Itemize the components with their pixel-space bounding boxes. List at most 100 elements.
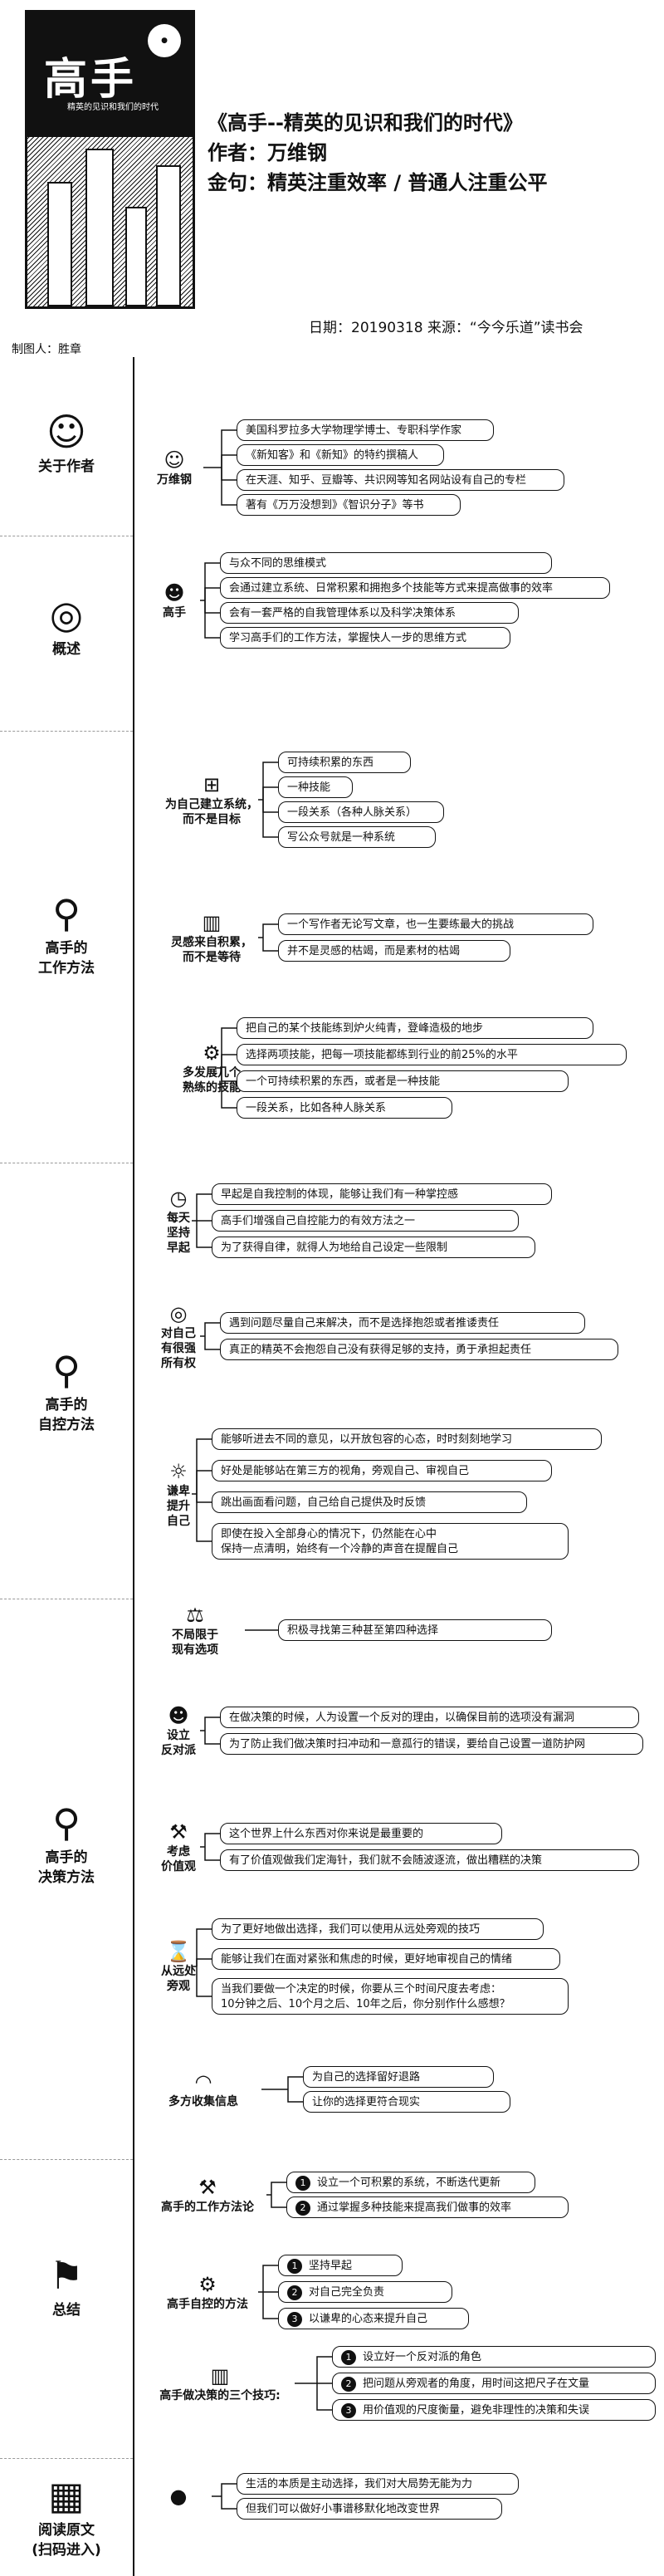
list-item: 在天涯、知乎、豆瓣等、共识网等知名网站设有自己的专栏 — [237, 469, 564, 491]
item-text: 为自己的选择留好退路 — [312, 2071, 421, 2084]
list-item: 好处是能够站在第三方的视角，旁观自己、审视自己 — [212, 1460, 552, 1481]
item-text: 在天涯、知乎、豆瓣等、共识网等知名网站设有自己的专栏 — [246, 474, 527, 487]
item-text: 高手们增强自己自控能力的有效方法之一 — [221, 1215, 416, 1227]
magnifier-icon: ⚲ — [52, 1348, 81, 1393]
connector — [271, 2195, 286, 2208]
work-groups-0-node: ⊞为自己建立系统， 而不是目标 — [145, 772, 278, 827]
step-number: 2 — [287, 2285, 302, 2300]
network-icon: ⊞ — [203, 773, 221, 796]
item-text: 一段关系，比如各种人脉关系 — [246, 1102, 387, 1114]
list-item: 学习高手们的工作方法，掌握快人一步的思维方式 — [220, 627, 510, 649]
item-text: 会有一套严格的自我管理体系以及科学决策体系 — [229, 607, 456, 620]
item-text: 一个写作者无论写文章，也一生要练最大的挑战 — [287, 918, 515, 931]
list-item: 《新知客》和《新知》的特约撰稿人 — [237, 444, 444, 466]
section-label: 概述 — [52, 641, 81, 658]
list-item: 为了更好地做出选择，我们可以使用从远处旁观的技巧 — [212, 1918, 544, 1940]
list-item: 一个写作者无论写文章，也一生要练最大的挑战 — [278, 913, 593, 935]
magnifier-icon: ⚲ — [52, 1800, 81, 1845]
people-icon: ☻ — [164, 581, 185, 605]
node-label: 对自己 有很强 所有权 — [161, 1327, 196, 1370]
item-text: 并不是灵感的枯竭，而是素材的枯竭 — [287, 945, 461, 957]
summary-groups-0-node: ⚒高手的工作方法论 — [145, 2175, 270, 2215]
list-item: 跳出画面看问题，自己给自己提供及时反馈 — [212, 1491, 527, 1513]
item-text: 用价值观的尺度衡量，避免非理性的决策和失误 — [363, 2404, 590, 2417]
list-item: 能够让我们在面对紧张和焦虑的时候，更好地审视自己的情绪 — [212, 1948, 560, 1970]
item-text: 有了价值观做我们定海针，我们就不会随波逐流，做出糟糕的决策 — [229, 1854, 543, 1867]
list-item: 在做决策的时候，人为设置一个反对的理由，以确保目前的选项没有漏洞 — [220, 1707, 639, 1728]
decision-groups-0-node: ⚖不局限于 现有选项 — [145, 1603, 245, 1658]
list-item: 把自己的某个技能练到炉火纯青，登峰造极的地步 — [237, 1017, 593, 1039]
step-number: 1 — [295, 2176, 310, 2191]
clock-icon: ◷ — [169, 1187, 188, 1210]
step-number: 3 — [287, 2312, 302, 2327]
list-item: 为自己的选择留好退路 — [303, 2066, 494, 2088]
item-text: 但我们可以做好小事谱移默化地改变世界 — [246, 2503, 441, 2515]
list-item: 著有《万万没想到》《智识分子》等书 — [237, 494, 461, 516]
node-label: 考虑 价值观 — [161, 1845, 196, 1873]
connector — [221, 468, 237, 506]
item-text: 让你的选择更符合现实 — [312, 2096, 421, 2108]
list-item: 3 以谦卑的心态来提升自己 — [278, 2308, 469, 2329]
book-quote: 金句：精英注重效率 / 普通人注重公平 — [208, 171, 548, 194]
connector — [221, 468, 237, 481]
list-item: 会有一套严格的自我管理体系以及科学决策体系 — [220, 602, 519, 624]
date-source: 日期：20190318 来源：“今今乐道”读书会 — [309, 320, 583, 336]
item-text: 以谦卑的心态来提升自己 — [309, 2313, 428, 2325]
book-author: 作者：万维钢 — [208, 141, 327, 164]
decision-groups-2-node: ⚒考虑 价值观 — [145, 1819, 212, 1874]
list-item: 早起是自我控制的体现，能够让我们有一种掌控感 — [212, 1183, 552, 1205]
weather-icon: ☼ — [169, 1460, 188, 1483]
list-item: 并不是灵感的枯竭，而是素材的枯竭 — [278, 940, 510, 962]
hammer-icon: ⚒ — [169, 1820, 188, 1844]
connector — [271, 2182, 286, 2195]
list-item: 这个世界上什么东西对你来说是最重要的 — [220, 1823, 502, 1844]
item-text: 著有《万万没想到》《智识分子》等书 — [246, 499, 424, 512]
node-label: 高手做决策的三个技巧: — [159, 2389, 281, 2402]
list-item: 会通过建立系统、日常积累和拥抱多个技能等方式来提高做事的效率 — [220, 577, 610, 599]
item-text: 生活的本质是主动选择，我们对大局势无能为力 — [246, 2478, 473, 2490]
node-label: 灵感来自积累， 而不是等待 — [171, 936, 252, 964]
cover-building — [125, 207, 147, 306]
publisher-badge: ● — [148, 24, 181, 57]
list-item: 能够听进去不同的意见，以开放包容的心态，时时刻刻地学习 — [212, 1428, 602, 1450]
item-text: 与众不同的思维模式 — [229, 557, 327, 570]
step-number: 3 — [341, 2403, 356, 2418]
summary-groups-2-node: ▥ 高手做决策的三个技巧: — [145, 2363, 295, 2403]
list-item: 2 对自己完全负责 — [278, 2281, 452, 2303]
item-text: 真正的精英不会抱怨自己没有获得足够的支持，勇于承担起责任 — [229, 1344, 532, 1356]
item-text: 对自己完全负责 — [309, 2286, 385, 2299]
decision-groups-1-node: ☻设立 反对派 — [145, 1703, 212, 1758]
item-text: 即使在投入全部身心的情况下，仍然能在心中 保持一点清明，始终有一个冷静的声音在提… — [221, 1528, 459, 1555]
gear-icon: ⚙ — [198, 2273, 217, 2296]
connector — [287, 2089, 303, 2103]
item-text: 在做决策的时候，人为设置一个反对的理由，以确保目前的选项没有漏洞 — [229, 1712, 575, 1724]
list-item: 3 用价值观的尺度衡量，避免非理性的决策和失误 — [332, 2399, 656, 2421]
item-text: 《新知客》和《新知》的特约撰稿人 — [246, 449, 419, 462]
target-icon: ◎ — [49, 592, 84, 637]
read-node: ● — [145, 2484, 212, 2509]
item-text: 一种技能 — [287, 781, 331, 794]
node-label: 多方收集信息 — [168, 2095, 238, 2108]
item-text: 把自己的某个技能练到炉火纯青，登峰造极的地步 — [246, 1022, 484, 1035]
flag-icon: ⚑ — [49, 2253, 84, 2298]
node-label: 万维钢 — [157, 473, 192, 487]
book-info: 《高手--精英的见识和我们的时代》 作者：万维钢 金句：精英注重效率 / 普通人… — [208, 108, 547, 198]
list-item: 为了获得自律，就得人为地给自己设定一些限制 — [212, 1237, 535, 1258]
target-icon: ◎ — [169, 1302, 188, 1325]
item-text: 把问题从旁观者的角度，用时间这把尺子在文量 — [363, 2378, 590, 2390]
item-text: 写公众号就是一种系统 — [287, 831, 396, 844]
chart-icon: ▥ — [210, 2364, 230, 2387]
node-label: 多发展几个 熟练的技能 — [183, 1066, 241, 1095]
section-label: 总结 — [52, 2302, 81, 2319]
decision-groups-3-node: ⌛从远处 旁观 — [145, 1939, 212, 1994]
self_control-groups-1-node: ◎对自己 有很强 所有权 — [145, 1301, 212, 1371]
section-label: 高手的 工作方法 — [38, 940, 95, 977]
section-separator — [0, 2159, 133, 2160]
headphone-icon: ◠ — [194, 2070, 212, 2094]
section-decision: ⚲ 高手的 决策方法 — [0, 1798, 133, 1888]
item-text: 设立一个可积累的系统，不断迭代更新 — [317, 2177, 501, 2189]
qr-icon: ▦ — [48, 2473, 85, 2518]
